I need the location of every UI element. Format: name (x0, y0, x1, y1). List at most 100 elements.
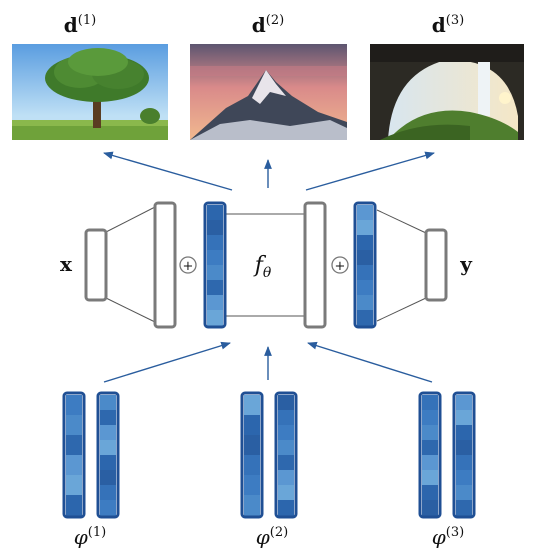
vector-cell (66, 435, 82, 456)
image-d3 (370, 44, 524, 140)
vector-cell (422, 425, 438, 441)
vector-cell (278, 485, 294, 501)
vector-cell (357, 205, 373, 221)
vector-cell (357, 220, 373, 236)
vector-cell (422, 485, 438, 501)
vector-cell (100, 425, 116, 441)
vector-cell (357, 295, 373, 311)
vector-cell (456, 425, 472, 441)
vector-cell (100, 455, 116, 471)
vector-cell (357, 265, 373, 281)
image-d1 (12, 44, 168, 140)
arrow-to-d3 (305, 151, 435, 191)
output-layer (424, 228, 448, 302)
injected-vector-1 (203, 201, 227, 329)
vector-outline (353, 201, 377, 329)
vector-cell (207, 235, 223, 251)
image-label-d2: d(2) (252, 13, 284, 37)
arrow-to-d1 (103, 151, 233, 191)
combine-node-2: + (331, 256, 349, 274)
vector-cell (244, 415, 260, 436)
vector-cell (456, 410, 472, 426)
vector-cell (456, 500, 472, 516)
image-label-d1: d(1) (64, 13, 96, 37)
vector-cell (456, 485, 472, 501)
code-phi1-vector-a (62, 391, 86, 519)
function-label: fθ (253, 253, 272, 281)
code-phi2-vector-a (240, 391, 264, 519)
vector-cell (278, 440, 294, 456)
vector-outline (203, 201, 227, 329)
vector-cell (456, 455, 472, 471)
vector-cell (207, 205, 223, 221)
vector-cell (100, 410, 116, 426)
code-label-phi1: φ(1) (74, 525, 106, 549)
vector-outline (96, 391, 120, 519)
vector-outline (62, 391, 86, 519)
vector-cell (66, 415, 82, 436)
vector-cell (278, 395, 294, 411)
image-label-d3: d(3) (432, 13, 464, 37)
arrow-from-phi1 (103, 341, 231, 383)
vector-cell (207, 280, 223, 296)
vector-cell (207, 265, 223, 281)
svg-text:+: + (183, 259, 194, 274)
code-phi3 (418, 391, 476, 519)
vector-cell (100, 485, 116, 501)
input-label: x (60, 252, 73, 276)
vector-cell (244, 395, 260, 416)
vector-outline (240, 391, 264, 519)
vector-cell (244, 475, 260, 496)
code-label-phi2: φ(2) (256, 525, 288, 549)
vector-cell (100, 470, 116, 486)
output-label: y (459, 252, 473, 276)
code-phi1 (62, 391, 120, 519)
vector-cell (244, 435, 260, 456)
code-phi3-vector-a (418, 391, 442, 519)
vector-cell (278, 500, 294, 516)
vector-cell (100, 440, 116, 456)
vector-cell (100, 500, 116, 516)
vector-cell (422, 440, 438, 456)
vector-cell (456, 470, 472, 486)
vector-cell (278, 470, 294, 486)
network-connections (105, 206, 427, 323)
svg-text:+: + (335, 259, 346, 274)
vector-cell (207, 250, 223, 266)
code-phi2-vector-b (274, 391, 298, 519)
injected-vector-2 (353, 201, 377, 329)
vector-cell (207, 310, 223, 326)
vector-cell (278, 425, 294, 441)
combine-node-1: + (179, 256, 197, 274)
vector-outline (452, 391, 476, 519)
vector-outline (418, 391, 442, 519)
code-label-phi3: φ(3) (432, 525, 464, 549)
code-phi1-vector-b (96, 391, 120, 519)
vector-cell (357, 310, 373, 326)
input-layer (84, 228, 108, 302)
vector-cell (456, 440, 472, 456)
vector-cell (422, 470, 438, 486)
code-phi2 (240, 391, 298, 519)
vector-cell (66, 455, 82, 476)
vector-cell (100, 395, 116, 411)
code-phi3-vector-b (452, 391, 476, 519)
vector-cell (422, 395, 438, 411)
vector-cell (357, 250, 373, 266)
image-d2 (190, 44, 347, 140)
vector-cell (422, 455, 438, 471)
vector-cell (66, 495, 82, 516)
vector-cell (207, 295, 223, 311)
vector-cell (456, 395, 472, 411)
vector-cell (244, 495, 260, 516)
vector-cell (357, 280, 373, 296)
hidden-layer-1 (153, 201, 177, 329)
vector-cell (66, 475, 82, 496)
vector-cell (278, 455, 294, 471)
vector-cell (422, 500, 438, 516)
arrow-from-phi3 (307, 341, 433, 383)
vector-cell (278, 410, 294, 426)
vector-cell (244, 455, 260, 476)
vector-cell (66, 395, 82, 416)
